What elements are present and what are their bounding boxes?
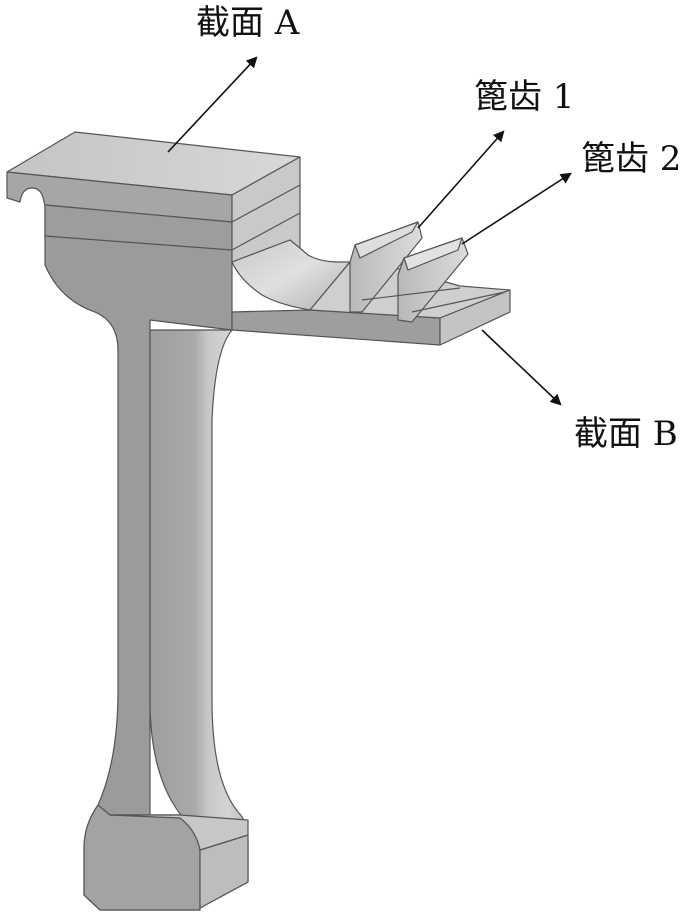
foot-top <box>109 814 249 851</box>
callout-arrows <box>167 56 572 406</box>
platform-end-face <box>439 289 511 346</box>
curved-groove <box>231 239 351 311</box>
label-section-a: 截面 A <box>196 3 300 43</box>
label-tooth-1: 篦齿 1 <box>474 77 574 117</box>
tooth-2-face <box>403 237 463 271</box>
part-body <box>44 194 249 911</box>
label-section-b: 截面 B <box>574 414 678 454</box>
stem-side-face <box>149 329 249 909</box>
arrow-section-b <box>481 329 562 406</box>
arrow-tooth-1 <box>417 130 505 229</box>
label-tooth-2: 篦齿 2 <box>581 139 681 179</box>
tooth-1-face <box>354 221 419 259</box>
arrow-tooth-2 <box>461 172 572 245</box>
platform <box>231 221 511 346</box>
top-slab-front <box>6 171 233 223</box>
arrow-section-a <box>167 56 258 153</box>
upper-block <box>6 131 301 263</box>
